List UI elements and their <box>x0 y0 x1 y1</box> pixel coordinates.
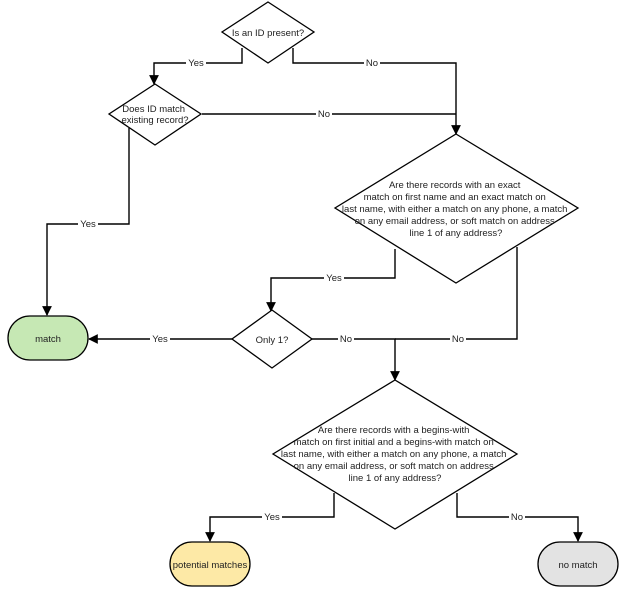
terminal-match-label: match <box>35 334 61 345</box>
label-line: last name, with either a match on any ph… <box>281 449 507 460</box>
label-line: last name, with either a match on any ph… <box>342 204 568 215</box>
label-line: Does ID match <box>122 104 185 115</box>
edge-label-no: No <box>340 334 352 345</box>
decision-id-present-label: Is an ID present? <box>232 28 304 39</box>
decision-id-present-shape <box>220 1 316 64</box>
edge-label-bg <box>338 333 354 345</box>
label-line: line 1 of any address? <box>410 228 503 239</box>
terminal-match: match <box>7 315 89 361</box>
label-line: on any email address, or soft match on a… <box>294 461 494 472</box>
label-line: on any email address, or soft match on a… <box>355 216 555 227</box>
terminal-no-match: no match <box>537 541 619 587</box>
edge-label-bg <box>316 108 332 120</box>
edge-label-yes: Yes <box>152 334 168 345</box>
decision-only-one-shape <box>230 309 314 369</box>
edge-only-one-no-line <box>312 338 400 381</box>
edge-label-no: No <box>318 109 330 120</box>
terminal-potential-matches-shape <box>169 541 251 587</box>
edge-label-bg <box>150 333 170 345</box>
edge-label-bg <box>509 511 525 523</box>
decision-only-one: Only 1? <box>230 309 314 369</box>
edge-label-bg <box>324 272 344 284</box>
decision-id-match: Does ID match existing record? <box>107 83 203 146</box>
edge-label-bg <box>262 511 282 523</box>
decision-exact-match-label: Are there records with an exact match on… <box>342 180 570 239</box>
edge-exact-yes: Yes <box>266 249 396 312</box>
edge-label-yes: Yes <box>188 58 204 69</box>
label-line: match <box>35 334 61 345</box>
edge-label-yes: Yes <box>264 512 280 523</box>
decision-begins-with-shape <box>271 379 519 530</box>
decision-id-match-label: Does ID match existing record? <box>121 104 188 126</box>
edge-begins-yes: Yes <box>205 493 335 542</box>
label-line: match on first initial and a begins-with… <box>294 437 494 448</box>
decision-id-match-shape <box>107 83 203 146</box>
terminal-no-match-shape <box>537 541 619 587</box>
label-line: Are there records with an exact <box>389 180 521 191</box>
label-line: Are there records with a begins-with <box>318 425 470 436</box>
edge-id-match-yes: Yes <box>42 128 130 316</box>
edge-label-bg <box>450 333 466 345</box>
label-line: Is an ID present? <box>232 28 304 39</box>
label-line: potential matches <box>173 560 248 571</box>
terminal-potential-matches-label: potential matches <box>173 560 248 571</box>
edge-label-yes: Yes <box>80 219 96 230</box>
edge-only-one-yes: Yes <box>88 333 232 345</box>
decision-exact-match: Are there records with an exact match on… <box>333 133 580 284</box>
edge-begins-no: No <box>456 493 583 542</box>
edge-label-bg <box>78 218 98 230</box>
edge-only-one-no: No <box>312 333 400 381</box>
decision-id-present: Is an ID present? <box>220 1 316 64</box>
edge-label-no: No <box>452 334 464 345</box>
edge-label-bg <box>364 57 380 69</box>
edge-label-yes: Yes <box>326 273 342 284</box>
label-line: match on first name and an exact match o… <box>364 192 546 203</box>
edge-label-no: No <box>511 512 523 523</box>
label-line: Only 1? <box>256 335 289 346</box>
edge-label-no: No <box>366 58 378 69</box>
edge-id-present-yes: Yes <box>149 48 243 85</box>
edge-exact-no: No <box>395 247 518 345</box>
edge-exact-no-line <box>395 247 518 340</box>
decision-only-one-label: Only 1? <box>256 335 289 346</box>
edge-label-bg <box>186 57 206 69</box>
terminal-match-shape <box>7 315 89 361</box>
decision-begins-with-label: Are there records with a begins-with mat… <box>281 425 509 484</box>
decision-exact-match-shape <box>333 133 580 284</box>
edge-id-present-no: No <box>292 48 461 135</box>
terminal-no-match-label: no match <box>558 560 597 571</box>
terminal-potential-matches: potential matches <box>169 541 251 587</box>
label-line: no match <box>558 560 597 571</box>
edge-id-match-no: No <box>202 108 456 120</box>
label-line: line 1 of any address? <box>349 473 442 484</box>
decision-begins-with: Are there records with a begins-with mat… <box>271 379 519 530</box>
label-line: existing record? <box>121 115 188 126</box>
